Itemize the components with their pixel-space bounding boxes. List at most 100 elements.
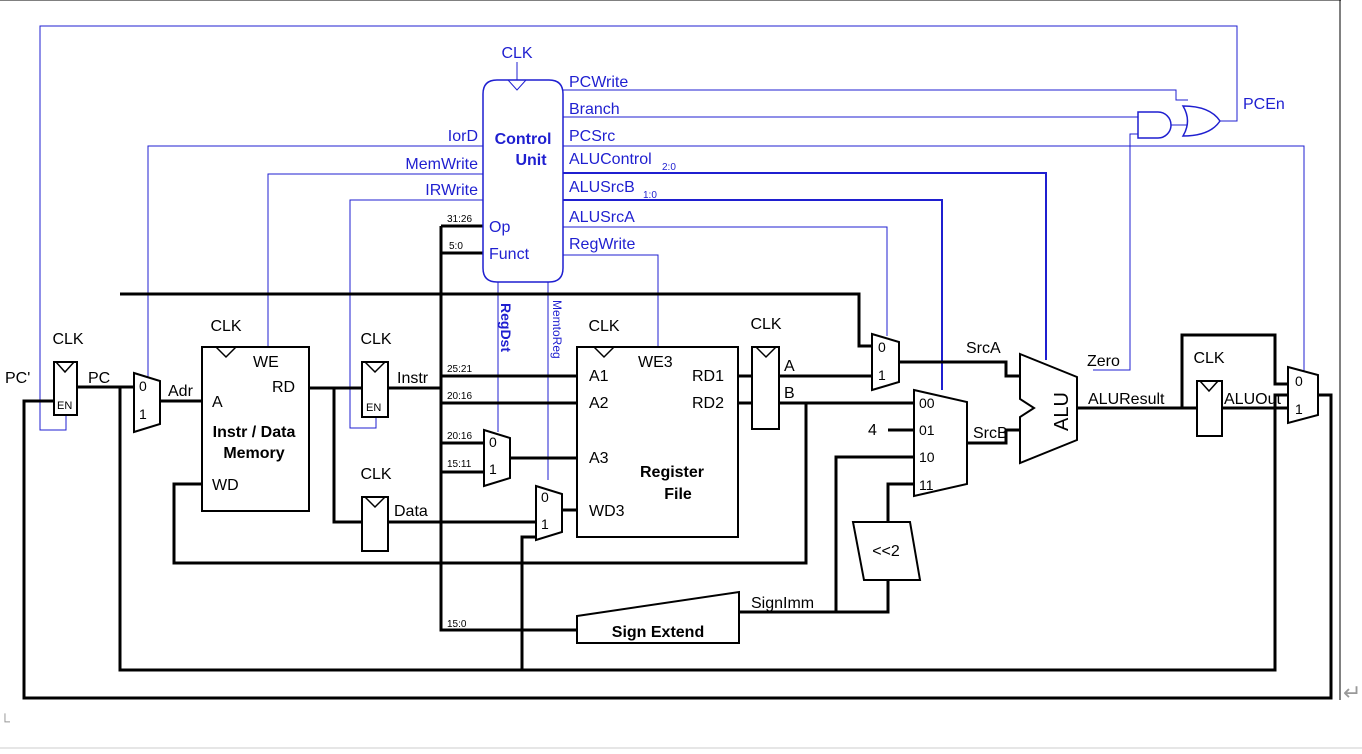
- corner-glyph: └: [0, 713, 10, 729]
- alucontrol-sub: 2:0: [662, 162, 676, 173]
- memtoreg-mux-in0: 0: [541, 489, 549, 505]
- pc-mux: 0 1: [1287, 365, 1319, 425]
- regdst-mux-in1: 1: [489, 461, 497, 477]
- srca-label: SrcA: [966, 340, 1001, 357]
- srcb-mux: 00 01 10 11 4 SrcB: [868, 388, 1008, 498]
- adr-mux-in0: 0: [139, 378, 147, 394]
- srcb-mux-in10: 10: [919, 449, 935, 465]
- mem-wd-label: WD: [212, 477, 239, 494]
- alusrcb-sub: 1:0: [643, 190, 657, 201]
- mem-clk-label: CLK: [210, 318, 241, 335]
- memtoreg-mux-in1: 1: [541, 516, 549, 532]
- aluout-register: CLK ALUOut: [1193, 350, 1281, 437]
- const-4-label: 4: [868, 422, 877, 439]
- alucontrol-label: ALUControl: [569, 151, 652, 168]
- adr-label: Adr: [168, 383, 194, 400]
- alusrca-label: ALUSrcA: [569, 209, 635, 226]
- regdst-mux: 0 1: [483, 428, 511, 488]
- funct-bits-label: 5:0: [449, 241, 463, 252]
- control-unit: CLK Control Unit Op Funct 31:26 5:0 PCWr…: [405, 45, 676, 359]
- instr-label: Instr: [397, 370, 429, 387]
- b-label: B: [784, 385, 795, 402]
- irwrite-label: IRWrite: [425, 182, 478, 199]
- signimm-label: SignImm: [751, 595, 814, 612]
- control-wires-thick: [563, 172, 1047, 390]
- datapath-wires: [22, 224, 1333, 700]
- srcb-mux-in11: 11: [919, 477, 934, 493]
- memtoreg-label: MemtoReg: [550, 300, 564, 359]
- srca-mux-in1: 1: [878, 367, 886, 383]
- pcwrite-label: PCWrite: [569, 74, 628, 91]
- rt2-bits: 20:16: [447, 431, 472, 442]
- sign-extend: Sign Extend SignImm: [576, 590, 814, 644]
- pcsrc-label: PCSrc: [569, 128, 615, 145]
- adr-mux: 0 1 Adr: [133, 371, 194, 434]
- mem-a-label: A: [212, 394, 223, 411]
- iord-label: IorD: [448, 128, 478, 145]
- rs-bits: 25:21: [447, 364, 472, 375]
- data-label: Data: [394, 503, 428, 520]
- shift-label: <<2: [872, 543, 900, 560]
- pc-en-label: EN: [57, 400, 72, 412]
- op-bits-label: 31:26: [447, 214, 472, 225]
- data-register: CLK Data: [360, 466, 428, 552]
- rf-clk-label: CLK: [588, 318, 619, 335]
- rf-we3-label: WE3: [638, 354, 673, 371]
- srcb-mux-in01: 01: [919, 422, 935, 438]
- cu-funct-label: Funct: [489, 246, 530, 263]
- pc-clk-label: CLK: [52, 331, 83, 348]
- imm-bits: 15:0: [447, 619, 467, 630]
- rf-a1-label: A1: [589, 368, 609, 385]
- mem-rd-label: RD: [272, 379, 295, 396]
- aluout-label: ALUOut: [1224, 391, 1281, 408]
- branch-label: Branch: [569, 101, 620, 118]
- aluout-clk-label: CLK: [1193, 350, 1224, 367]
- cu-op-label: Op: [489, 219, 510, 236]
- ir-clk-label: CLK: [360, 331, 391, 348]
- srcb-mux-in00: 00: [919, 395, 935, 411]
- pcen-logic: PCEn: [1137, 96, 1285, 139]
- control-wires: [39, 25, 1305, 480]
- srca-mux-in0: 0: [878, 339, 886, 355]
- alu-label: ALU: [1051, 392, 1073, 431]
- srcb-label: SrcB: [973, 425, 1008, 442]
- pc-register: CLK EN PC' PC: [5, 331, 110, 416]
- mem-title-1: Instr / Data: [213, 424, 296, 441]
- rf-a2-label: A2: [589, 395, 609, 412]
- alusrcb-label: ALUSrcB: [569, 179, 635, 196]
- rf-a3-label: A3: [589, 450, 609, 467]
- mem-title-2: Memory: [223, 445, 284, 462]
- return-glyph: ↵: [1343, 680, 1361, 705]
- rt-bits: 20:16: [447, 391, 472, 402]
- rf-title-2: File: [664, 486, 692, 503]
- alu: ALU Zero ALUResult: [1019, 352, 1165, 465]
- rf-wd3-label: WD3: [589, 503, 625, 520]
- rf-title-1: Register: [640, 464, 704, 481]
- pc-label: PC: [88, 370, 110, 387]
- shift-left-2: <<2: [851, 521, 922, 581]
- ab-register: CLK A B: [750, 316, 795, 430]
- ir-en-label: EN: [366, 402, 381, 414]
- pc-prime-label: PC': [5, 370, 30, 387]
- or-gate: [1181, 105, 1221, 137]
- pc-mux-in1: 1: [1295, 401, 1303, 417]
- cu-title-1: Control: [495, 131, 552, 148]
- ab-clk-label: CLK: [750, 316, 781, 333]
- sign-extend-label: Sign Extend: [612, 624, 704, 641]
- srca-mux: 0 1 SrcA: [871, 332, 1001, 392]
- cu-clk-label: CLK: [501, 45, 532, 62]
- memtoreg-mux: 0 1: [535, 484, 563, 542]
- instr-field-labels: 25:21 20:16 20:16 15:11 15:0: [447, 364, 472, 630]
- control-unit-body: [482, 79, 564, 283]
- memwrite-label: MemWrite: [405, 156, 478, 173]
- cu-title-2: Unit: [515, 152, 547, 169]
- and-gate: [1137, 111, 1172, 139]
- memory: CLK WE RD A WD Instr / Data Memory: [201, 318, 310, 512]
- data-clk-label: CLK: [360, 466, 391, 483]
- rf-rd2-label: RD2: [692, 395, 724, 412]
- regdst-mux-in0: 0: [489, 434, 497, 450]
- pc-mux-in0: 0: [1295, 373, 1303, 389]
- a-label: A: [784, 358, 795, 375]
